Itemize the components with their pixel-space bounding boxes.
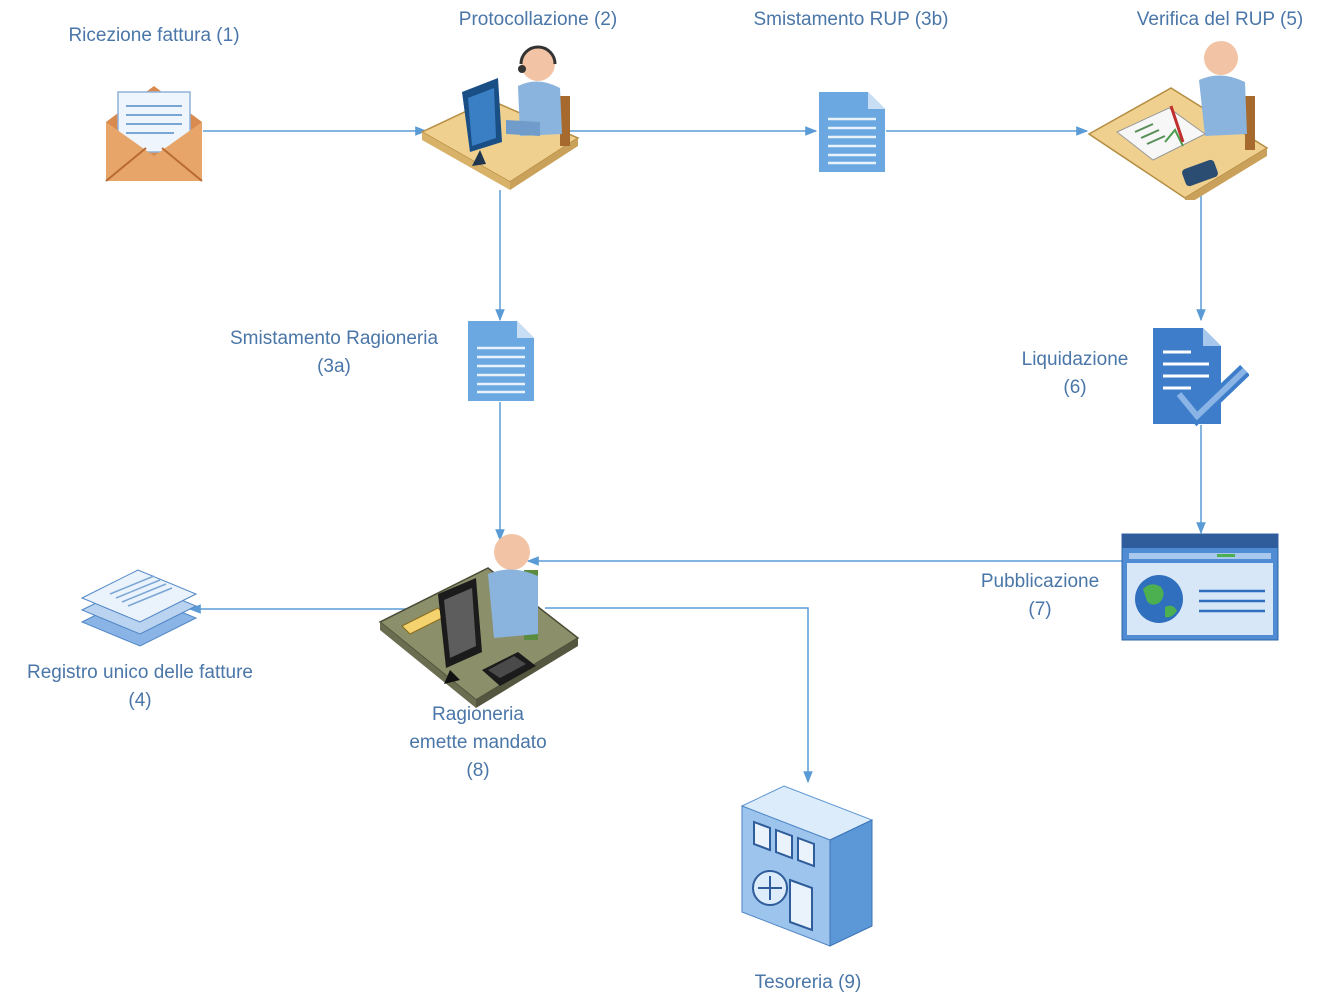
label-liquidazione: Liquidazione (6) — [1021, 349, 1129, 398]
bank-building-icon — [740, 785, 874, 947]
label-smistamento-ragioneria: Smistamento Ragioneria (3a) — [229, 328, 439, 377]
connector-ragioneria-to-tesoreria — [545, 607, 813, 784]
envelope-icon — [105, 86, 203, 182]
document-icon — [468, 321, 534, 401]
document-icon — [819, 92, 885, 172]
label-pubblicazione: Pubblicazione (7) — [980, 571, 1100, 620]
operator-desk-icon — [420, 45, 580, 190]
accountant-desk-icon — [378, 534, 580, 708]
label-smistamento-rup: Smistamento RUP (3b) — [753, 9, 949, 30]
label-registro-unico: Registro unico delle fatture (4) — [26, 662, 253, 711]
label-ragioneria: Ragioneria emette mandato (8) — [409, 704, 547, 781]
reviewer-desk-icon — [1087, 41, 1269, 200]
label-ricezione-fattura: Ricezione fattura (1) — [68, 25, 240, 46]
document-stack-icon — [80, 569, 198, 647]
label-protocollazione: Protocollazione (2) — [458, 9, 618, 30]
approved-document-icon — [1153, 328, 1249, 426]
web-page-icon — [1121, 533, 1279, 641]
label-verifica-rup: Verifica del RUP (5) — [1136, 9, 1304, 30]
label-tesoreria: Tesoreria (9) — [754, 972, 862, 993]
